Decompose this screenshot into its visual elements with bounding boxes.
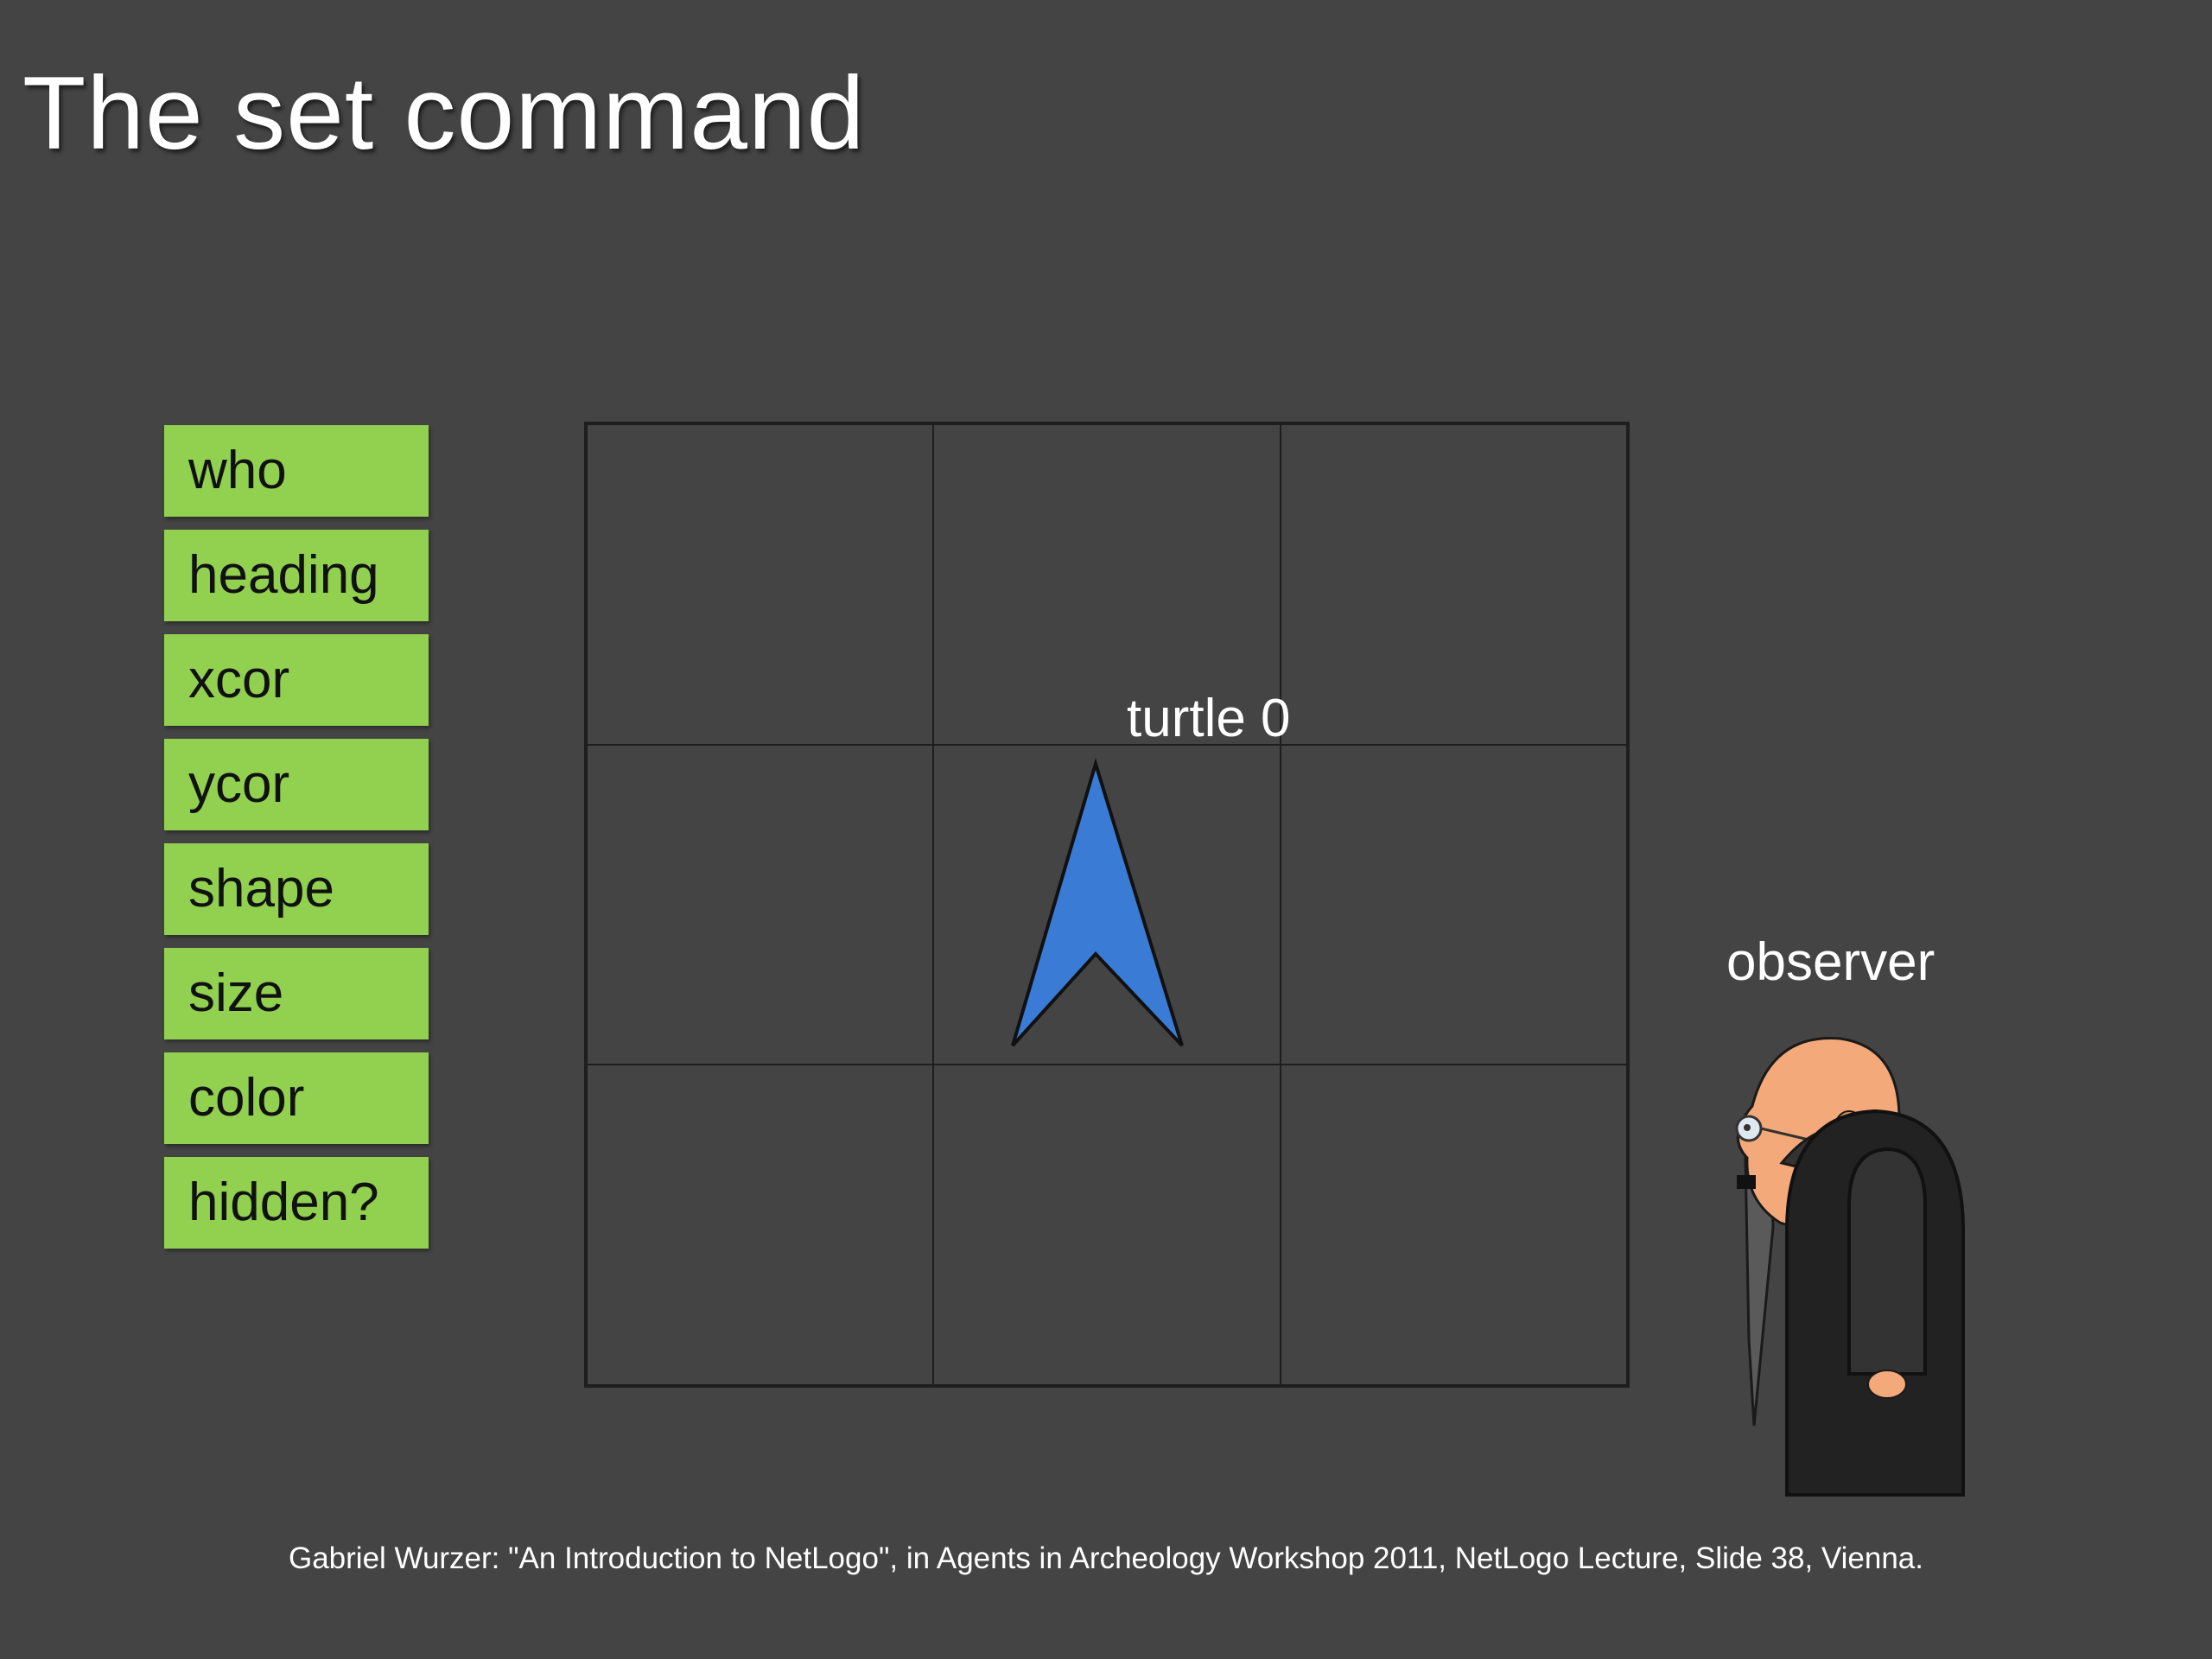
patch bbox=[933, 424, 1281, 745]
slide-title: The set command bbox=[22, 55, 866, 171]
patch bbox=[1280, 1065, 1627, 1385]
variable-color: color bbox=[164, 1052, 429, 1144]
citation-footer: Gabriel Wurzer: "An Introduction to NetL… bbox=[288, 1541, 1924, 1575]
variable-who: who bbox=[164, 425, 429, 517]
turtle-variable-list: who heading xcor ycor shape size color h… bbox=[164, 425, 429, 1262]
patch-grid bbox=[584, 422, 1630, 1388]
variable-shape: shape bbox=[164, 843, 429, 935]
turtle-label: turtle 0 bbox=[1127, 689, 1291, 748]
variable-size: size bbox=[164, 948, 429, 1039]
variable-xcor: xcor bbox=[164, 634, 429, 726]
variable-hidden: hidden? bbox=[164, 1157, 429, 1249]
variable-ycor: ycor bbox=[164, 739, 429, 830]
patch bbox=[933, 744, 1281, 1065]
arrow-turtle-icon bbox=[1011, 758, 1184, 1047]
patch bbox=[1280, 424, 1627, 745]
patch bbox=[587, 424, 934, 745]
observer-person-icon bbox=[1735, 1036, 1965, 1497]
patch bbox=[933, 1065, 1281, 1385]
patch bbox=[1280, 744, 1627, 1065]
patch bbox=[587, 1065, 934, 1385]
variable-heading: heading bbox=[164, 530, 429, 621]
observer-label: observer bbox=[1726, 932, 1936, 992]
patch bbox=[587, 744, 934, 1065]
